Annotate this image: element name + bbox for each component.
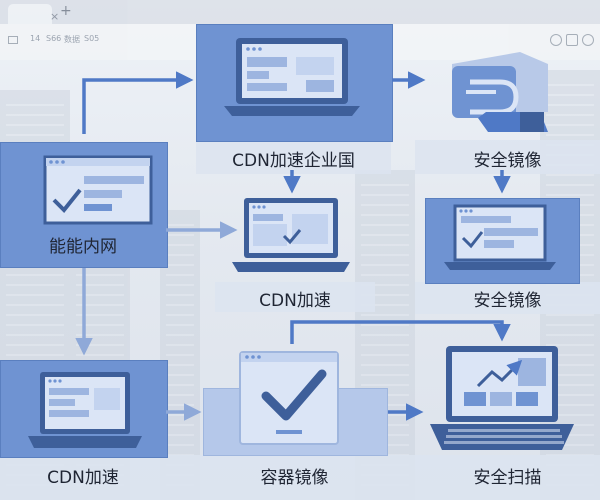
laptop-icon	[224, 38, 360, 116]
laptop-icon	[28, 372, 142, 448]
laptop-icon	[232, 198, 350, 272]
window-check-icon	[444, 206, 556, 270]
analytics-laptop-icon	[430, 346, 574, 450]
network-folder-icon	[452, 52, 548, 132]
container-check-icon[interactable]	[240, 352, 338, 444]
arrow-bottom-loop	[292, 322, 502, 344]
arrow-left-to-top	[84, 80, 190, 134]
window-check-icon	[45, 157, 151, 223]
